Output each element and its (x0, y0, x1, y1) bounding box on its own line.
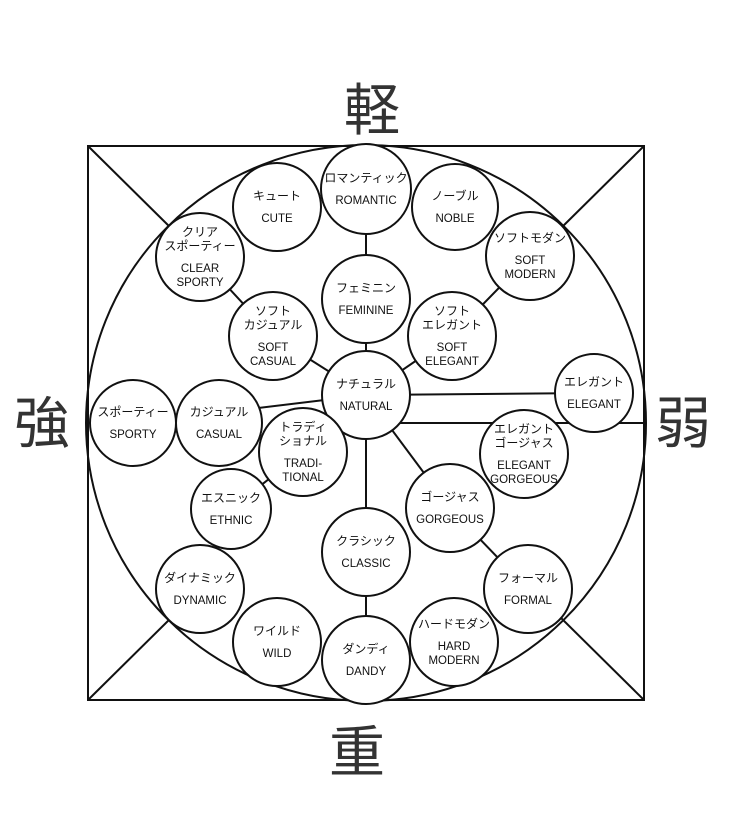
node-natural: ナチュラル NATURAL (321, 350, 411, 440)
node-label-jp: エレガント (564, 375, 624, 389)
node-ethnic: エスニック ETHNIC (190, 468, 272, 550)
node-classic: クラシック CLASSIC (321, 507, 411, 597)
node-circle (155, 212, 245, 302)
style-nodes: ロマンティック ROMANTIC キュート CUTE ノーブル NOBLE クリアスポーティ… (89, 143, 634, 705)
node-label-jp: クラシック (336, 534, 396, 548)
node-label-jp: ソフトエレガント (422, 304, 482, 332)
node-label-jp: ダンディ (342, 641, 389, 656)
node-circle (407, 291, 497, 381)
node-circle (258, 407, 348, 497)
node-circle (321, 507, 411, 597)
node-circle (155, 544, 245, 634)
node-circle (320, 143, 412, 235)
node-label-en: DYNAMIC (173, 595, 226, 607)
node-label-en: CASUAL (196, 429, 243, 441)
node-gorgeous: ゴージャス GORGEOUS (405, 463, 495, 553)
node-circle (232, 162, 322, 252)
node-label-jp: ソフトカジュアル (244, 304, 303, 332)
diagonal-bottom-left (87, 612, 177, 701)
node-circle (409, 597, 499, 687)
node-label-jp: キュート (253, 189, 301, 203)
axis-label-top: 軽 (344, 79, 400, 144)
diagonal-top-left (87, 145, 177, 234)
node-noble: ノーブル NOBLE (411, 163, 499, 251)
node-cute: キュート CUTE (232, 162, 322, 252)
node-circle (483, 544, 573, 634)
node-traditional: トラディショナル TRADI-TIONAL (258, 407, 348, 497)
node-circle (479, 409, 569, 499)
axis-label-bottom: 重 (329, 721, 385, 786)
node-circle (228, 291, 318, 381)
node-label-en: TRADI-TIONAL (282, 458, 324, 484)
node-label-jp: スポーティー (97, 405, 168, 419)
node-romantic: ロマンティック ROMANTIC (320, 143, 412, 235)
node-circle (232, 597, 322, 687)
node-formal: フォーマル FORMAL (483, 544, 573, 634)
node-label-jp: ハードモダン (418, 616, 490, 631)
node-circle (554, 353, 634, 433)
node-label-en: WILD (263, 648, 292, 660)
node-circle (321, 254, 411, 344)
diagonal-top-right (555, 145, 645, 234)
node-circle (321, 615, 411, 705)
node-label-jp: フェミニン (336, 281, 396, 295)
node-label-jp: ダイナミック (164, 570, 236, 585)
node-label-en: CUTE (261, 213, 293, 225)
node-label-jp: エレガントゴージャス (494, 422, 554, 450)
node-label-jp: エスニック (201, 491, 261, 505)
node-circle (89, 379, 177, 467)
node-label-en: GORGEOUS (416, 514, 484, 526)
node-sporty: スポーティー SPORTY (89, 379, 177, 467)
node-label-jp: ノーブル (431, 188, 478, 203)
node-label-jp: カジュアル (190, 405, 249, 419)
axis-label-right: 弱 (655, 392, 711, 457)
node-label-jp: ゴージャス (420, 489, 479, 504)
node-label-jp: トラディショナル (279, 419, 327, 448)
node-dandy: ダンディ DANDY (321, 615, 411, 705)
node-label-en: DANDY (346, 666, 387, 678)
node-circle (411, 163, 499, 251)
node-label-en: FORMAL (504, 595, 553, 607)
node-label-en: ETHNIC (210, 515, 253, 527)
node-casual: カジュアル CASUAL (175, 379, 263, 467)
node-label-en: SPORTY (109, 429, 156, 441)
node-circle (405, 463, 495, 553)
node-feminine: フェミニン FEMININE (321, 254, 411, 344)
node-label-jp: ロマンティック (324, 171, 407, 185)
node-label-en: ROMANTIC (335, 195, 396, 207)
node-dynamic: ダイナミック DYNAMIC (155, 544, 245, 634)
node-label-en: FEMININE (339, 305, 394, 317)
node-wild: ワイルド WILD (232, 597, 322, 687)
node-label-jp: ナチュラル (336, 377, 396, 391)
node-label-en: CLASSIC (341, 558, 390, 570)
node-circle (175, 379, 263, 467)
node-circle (321, 350, 411, 440)
diagonal-bottom-right (555, 612, 645, 701)
axis-label-left: 強 (14, 392, 70, 457)
node-label-jp: ソフトモダン (494, 230, 566, 245)
node-elegant: エレガント ELEGANT (554, 353, 634, 433)
node-label-en: NATURAL (340, 401, 393, 413)
node-label-en: ELEGANT (567, 399, 621, 411)
node-circle (485, 211, 575, 301)
node-label-jp: ワイルド (253, 624, 301, 638)
node-label-en: NOBLE (436, 213, 475, 225)
node-label-jp: フォーマル (498, 571, 558, 585)
node-circle (190, 468, 272, 550)
node-label-jp: クリアスポーティー (164, 225, 235, 253)
